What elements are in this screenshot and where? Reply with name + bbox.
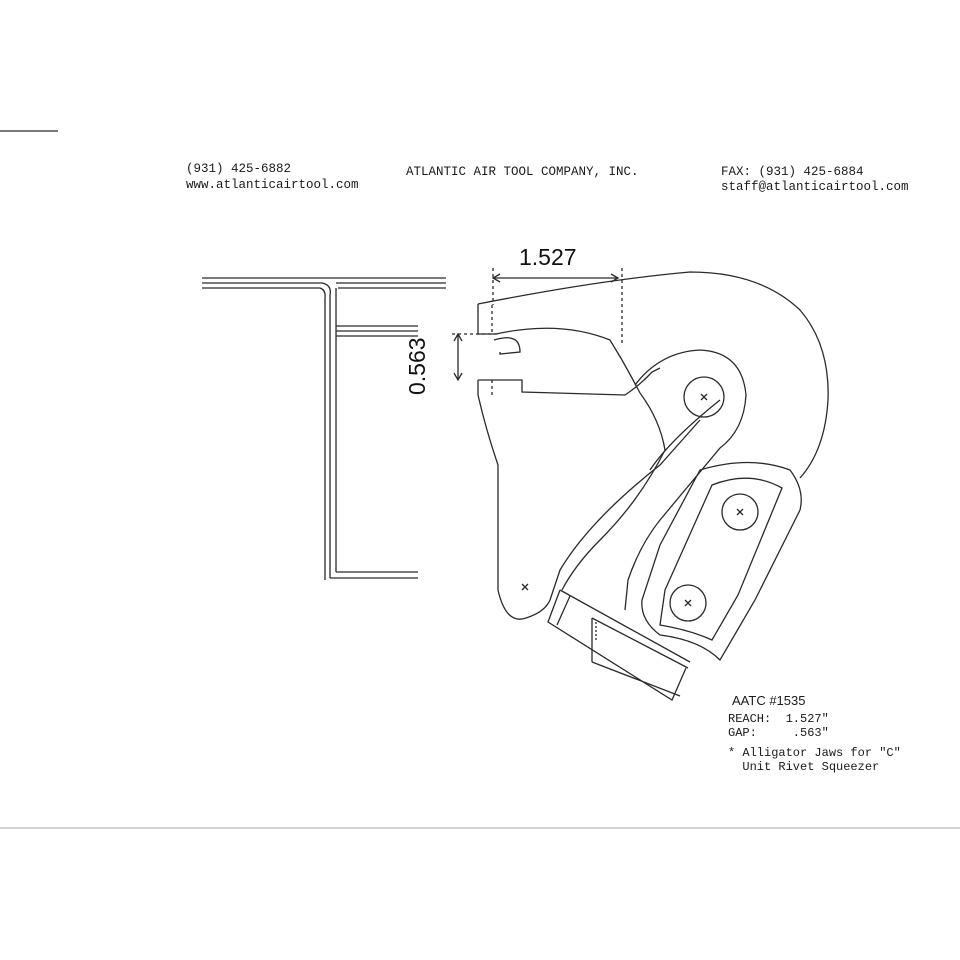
- email-address: staff@atlanticairtool.com: [721, 180, 909, 194]
- piston-block: [547, 589, 691, 701]
- lower-pivot-mark: [521, 583, 529, 591]
- side-plate-inner: [659, 477, 783, 641]
- upper-link-plate: [624, 349, 747, 611]
- company-name: ATLANTIC AIR TOOL COMPANY, INC.: [406, 165, 639, 179]
- lower-jaw-arm: [477, 380, 701, 620]
- side-pin-lower: [669, 584, 707, 622]
- upper-jaw-outer: [477, 271, 829, 479]
- upper-pivot-mark: [700, 393, 708, 401]
- reach-dimension: [491, 268, 623, 345]
- side-pin-upper-mark: [736, 508, 744, 516]
- fax-number: FAX: (931) 425-6884: [721, 165, 864, 179]
- upper-pivot-pin: [683, 376, 725, 418]
- side-pin-upper: [721, 493, 759, 531]
- arm-link-left: [561, 392, 666, 591]
- lower-jaw: [493, 337, 521, 355]
- squeezer-frame: [202, 277, 446, 580]
- website-url: www.atlanticairtool.com: [186, 178, 359, 192]
- upper-jaw: [477, 304, 641, 394]
- side-pin-lower-mark: [684, 599, 692, 607]
- arm-link-inner: [649, 399, 721, 471]
- gap-spec: GAP: .563": [728, 726, 829, 740]
- phone-number: (931) 425-6882: [186, 162, 292, 176]
- side-plate: [641, 461, 802, 662]
- reach-spec: REACH: 1.527": [728, 712, 829, 726]
- note-line-1: * Alligator Jaws for "C": [728, 746, 901, 760]
- lower-jaw-body: [478, 367, 661, 396]
- model-number: AATC #1535: [732, 693, 806, 708]
- reach-dimension-label: 1.527: [519, 244, 577, 270]
- gap-dimension-label: 0.563: [404, 337, 430, 395]
- gap-dimension: [452, 332, 498, 382]
- note-line-2: Unit Rivet Squeezer: [728, 760, 880, 774]
